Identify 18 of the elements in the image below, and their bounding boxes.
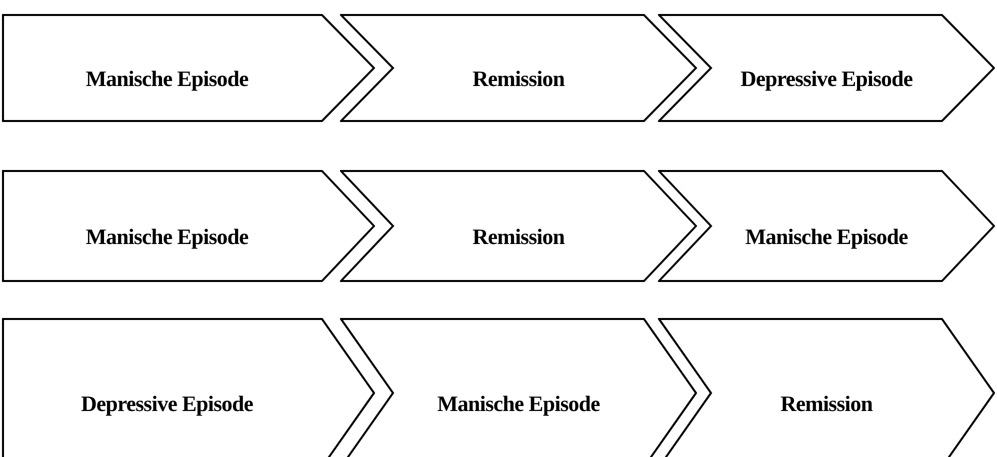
stage-label: Remission [780,390,873,418]
stage-label: Remission [472,64,565,92]
chevron-step-shape [2,318,375,457]
chevron-step-shape [340,318,697,457]
stage-label: Manische Episode [86,222,248,251]
chevron-step-shape [340,170,697,282]
stage-label: Depressive Episode [740,64,913,93]
stage-label: Manische Episode [745,222,908,251]
chevron-step-shape [340,14,697,122]
stage-label: Remission [472,222,565,250]
chevron-step-shape [658,170,995,282]
chevron-step-shape [658,14,995,122]
stage-label: Manische Episode [86,64,248,93]
chevron-step-shape [2,170,375,282]
chevron-step-shape [2,14,375,122]
stage-label: Depressive Episode [80,390,254,418]
stage-label: Manische Episode [437,390,600,418]
chevron-step-shape [658,318,995,457]
